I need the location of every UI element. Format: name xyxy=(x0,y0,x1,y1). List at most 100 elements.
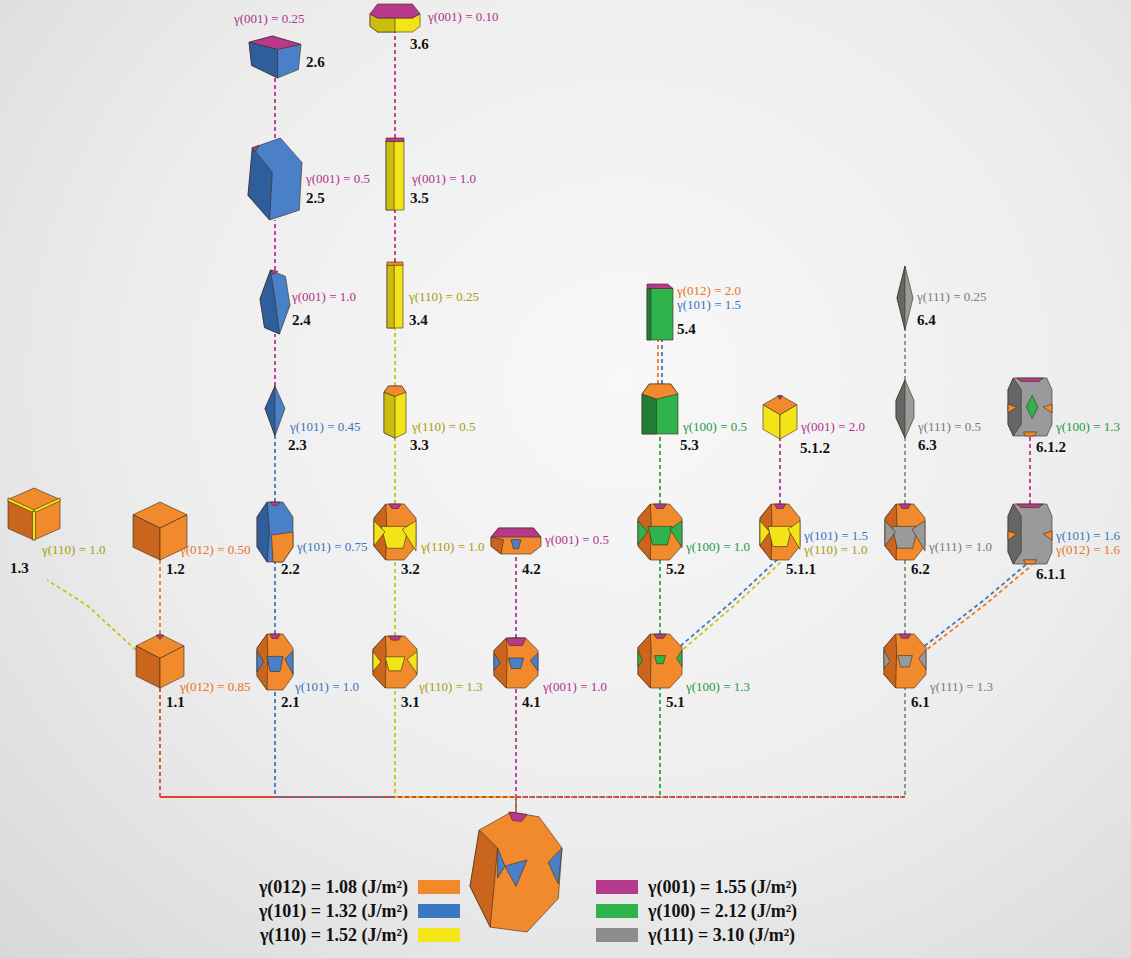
branch-connector xyxy=(160,560,161,634)
crystal-shape: γ(100) = 0.55.3 xyxy=(642,384,678,434)
branch-connector xyxy=(905,330,906,380)
crystal-facet xyxy=(511,540,521,549)
crystal-facet xyxy=(252,145,258,152)
crystal-facet xyxy=(386,141,404,210)
shape-number: 6.1.1 xyxy=(1036,566,1066,583)
crystal-facet xyxy=(1043,404,1052,413)
crystal-facet xyxy=(249,42,278,78)
crystal-facet xyxy=(896,380,905,438)
branch-line xyxy=(904,330,906,380)
facet-energy-label: γ(110) = 0.5 xyxy=(412,420,476,435)
branch-line xyxy=(779,439,781,504)
crystal-facet xyxy=(248,138,302,220)
shape-number: 5.3 xyxy=(680,437,699,454)
branch-line xyxy=(516,688,905,812)
branch-connector xyxy=(47,580,136,650)
branch-line xyxy=(515,554,517,638)
facet-energy-label: γ(101) = 1.6 xyxy=(1056,529,1120,544)
crystal-facet xyxy=(407,652,417,674)
crystal-facet xyxy=(647,288,673,340)
crystal-facet xyxy=(1023,432,1036,436)
crystal-facet xyxy=(763,405,780,439)
crystal-drawing xyxy=(387,262,403,328)
facet-energy-label: γ(100) = 1.3 xyxy=(686,680,750,695)
shape-number: 2.1 xyxy=(281,694,300,711)
crystal-drawing xyxy=(248,138,302,220)
crystal-facet xyxy=(260,270,280,334)
crystal-facet xyxy=(1008,531,1017,540)
legend-item: γ(101) = 1.32 (J/m²) xyxy=(0,900,1131,922)
facet-energy-label: γ(110) = 1.0 xyxy=(804,543,868,558)
crystal-facet xyxy=(896,380,914,438)
crystal-facet xyxy=(647,284,673,288)
legend-swatch xyxy=(596,880,638,894)
crystal-shape: γ(110) = 1.01.3 xyxy=(8,488,60,580)
crystal-facet xyxy=(638,521,648,545)
branch-connector xyxy=(160,688,516,812)
facet-energy-label: γ(101) = 1.5 xyxy=(804,529,868,544)
branch-connector xyxy=(660,560,661,634)
crystal-facet xyxy=(777,396,782,400)
shape-number: 6.1.2 xyxy=(1036,439,1066,456)
crystal-facet xyxy=(912,521,925,551)
branch-connector xyxy=(660,434,661,504)
crystal-shape: γ(110) = 0.253.4 xyxy=(387,262,403,328)
branch-line xyxy=(394,328,396,386)
crystal-facet xyxy=(271,270,279,274)
crystal-drawing xyxy=(260,270,290,334)
branch-line xyxy=(657,340,659,384)
crystal-facet xyxy=(642,384,678,399)
branch-connector xyxy=(905,560,906,634)
shape-number: 4.2 xyxy=(522,561,541,578)
shape-number: 6.3 xyxy=(918,437,937,454)
facet-energy-label: γ(100) = 1.3 xyxy=(1056,420,1120,435)
branch-line xyxy=(661,340,663,384)
crystal-shape: γ(101) = 1.5γ(110) = 1.05.1.1 xyxy=(760,504,800,560)
branch-line xyxy=(395,688,516,812)
crystal-facet xyxy=(670,521,682,548)
shape-number: 1.3 xyxy=(10,560,29,577)
facet-energy-label: γ(012) = 2.0 xyxy=(677,284,741,299)
crystal-shape: γ(001) = 1.04.1 xyxy=(494,638,538,688)
branch-line xyxy=(394,560,396,636)
crystal-shape: γ(111) = 1.36.1 xyxy=(884,634,926,688)
branch-line xyxy=(274,562,276,634)
crystal-facet xyxy=(509,812,527,822)
base-crystal xyxy=(470,812,562,932)
crystal-facet xyxy=(8,498,34,513)
crystal-facet xyxy=(491,528,541,554)
branch-line xyxy=(274,334,276,386)
crystal-facet xyxy=(257,502,293,562)
crystal-facet xyxy=(654,634,666,638)
facet-energy-label: γ(101) = 1.0 xyxy=(295,680,359,695)
branch-line xyxy=(1029,436,1031,504)
crystal-drawing xyxy=(384,386,406,438)
shape-number: 6.1 xyxy=(911,694,930,711)
crystal-facet xyxy=(389,636,401,640)
crystal-shape: γ(111) = 1.06.2 xyxy=(885,504,925,560)
crystal-shape: γ(012) = 0.851.1 xyxy=(136,634,184,688)
crystal-facet xyxy=(387,262,403,265)
facet-energy-label: γ(001) = 1.0 xyxy=(412,172,476,187)
crystal-facet xyxy=(386,141,394,210)
crystal-facet xyxy=(1043,531,1052,540)
crystal-facet xyxy=(530,653,538,671)
crystal-facet xyxy=(285,651,293,675)
crystal-facet xyxy=(257,634,293,690)
crystal-facet xyxy=(1008,378,1021,436)
crystal-drawing xyxy=(257,634,293,690)
crystal-shape: γ(001) = 0.52.5 xyxy=(248,138,302,220)
facet-energy-label: γ(111) = 0.5 xyxy=(918,420,981,435)
legend-item: γ(111) = 3.10 (J/m²) xyxy=(0,924,1131,946)
crystal-facet xyxy=(919,650,926,669)
crystal-facet xyxy=(387,265,394,328)
crystal-shape: γ(012) = 0.501.2 xyxy=(133,502,187,560)
crystal-facet xyxy=(885,504,925,560)
shape-number: 5.1 xyxy=(666,694,685,711)
branch-connector xyxy=(516,688,905,812)
branch-connector xyxy=(275,562,276,634)
branch-line xyxy=(394,32,396,138)
crystal-drawing xyxy=(8,488,60,540)
crystal-facet xyxy=(647,288,651,340)
